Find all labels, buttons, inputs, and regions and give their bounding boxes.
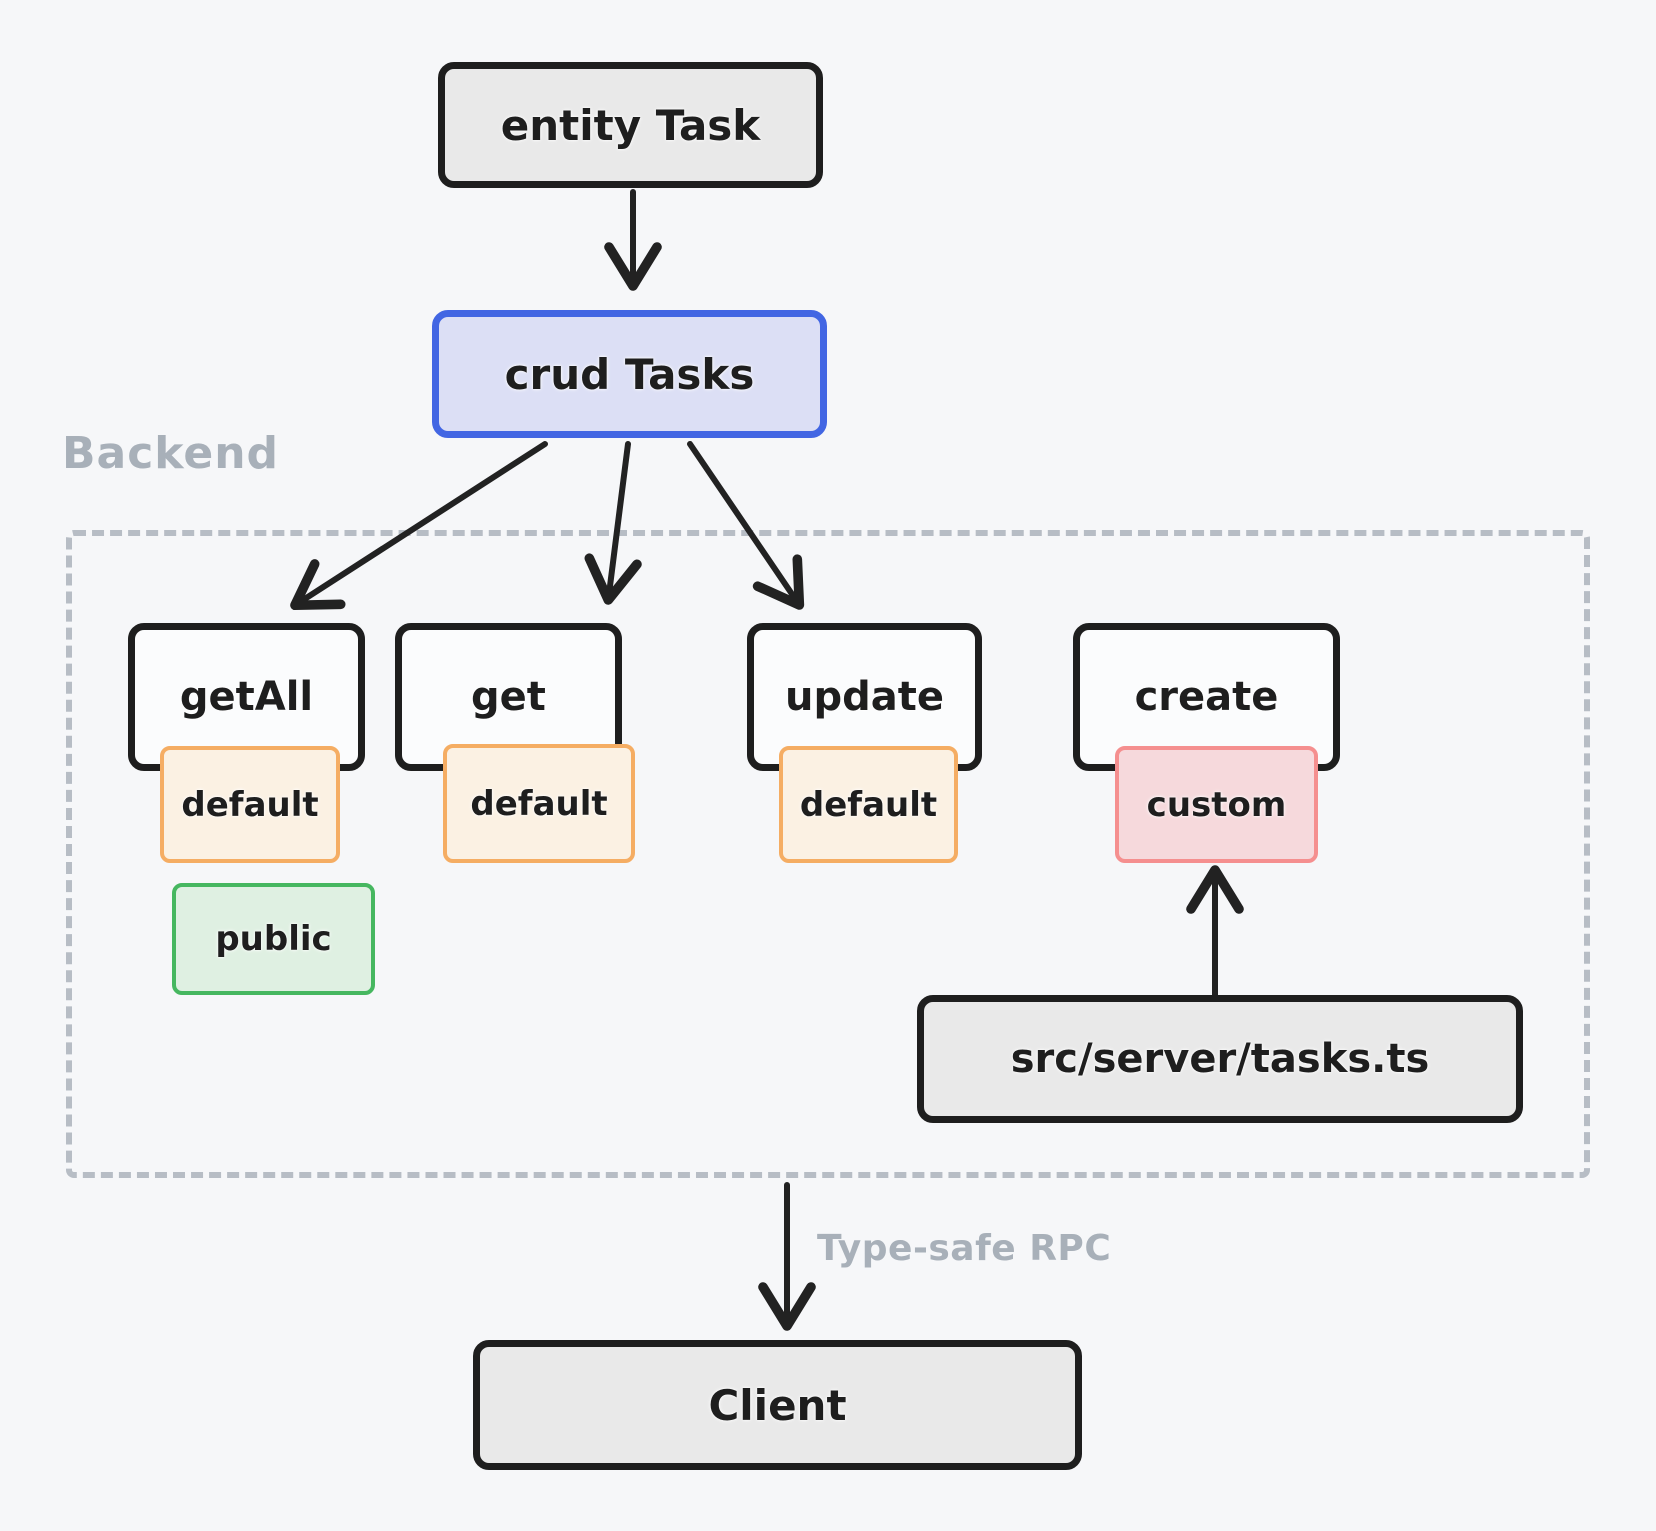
badge-public-getall: public xyxy=(172,883,375,995)
backend-group-label: Backend xyxy=(62,428,280,479)
node-src-server-tasks: src/server/tasks.ts xyxy=(917,995,1523,1123)
badge-custom-create: custom xyxy=(1115,746,1318,863)
badge-default-update: default xyxy=(779,746,958,863)
node-entity-task: entity Task xyxy=(438,62,823,188)
node-crud-tasks: crud Tasks xyxy=(432,310,827,438)
backend-group-frame xyxy=(66,530,1590,1178)
badge-default-getall: default xyxy=(160,746,340,863)
badge-default-get: default xyxy=(443,744,635,863)
node-client: Client xyxy=(473,1340,1082,1470)
edge-label-type-safe-rpc: Type-safe RPC xyxy=(817,1228,1112,1269)
